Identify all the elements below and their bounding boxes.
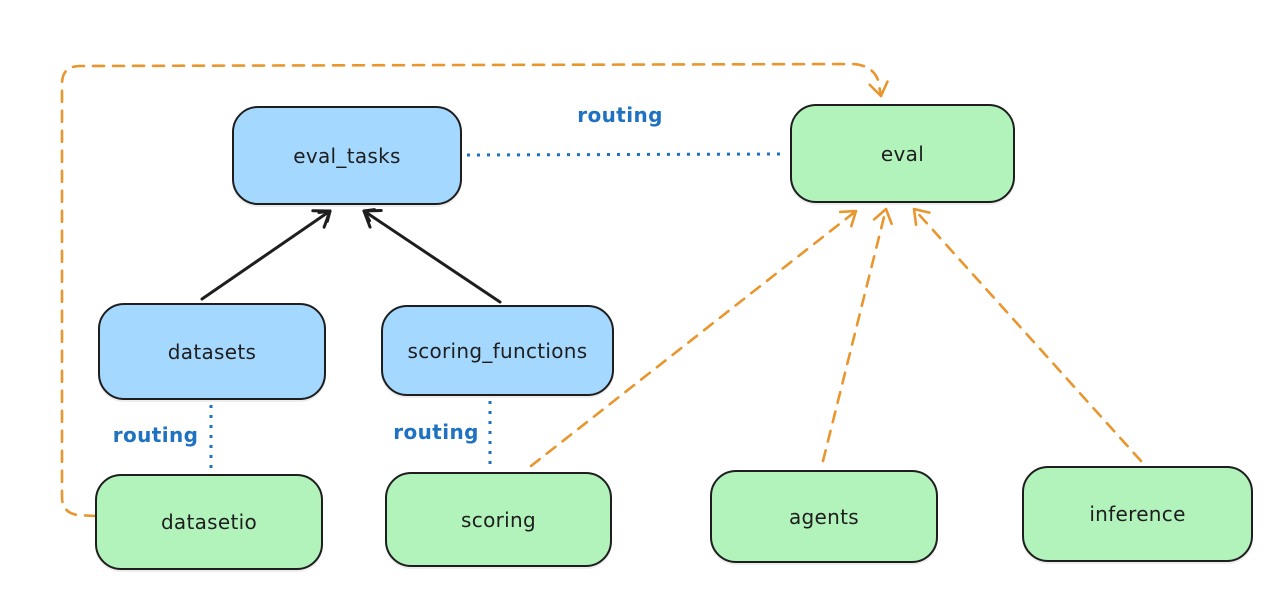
node-eval: eval (790, 104, 1015, 203)
node-datasets-label: datasets (167, 339, 257, 364)
node-inference: inference (1022, 466, 1253, 562)
edge-scoring-to-eval (529, 209, 858, 468)
node-datasets: datasets (98, 303, 326, 400)
edge-agents-to-eval (821, 207, 893, 463)
node-inference-label: inference (1089, 502, 1186, 526)
node-scoring-functions: scoring_functions (381, 305, 614, 396)
edge-label-routing-eval-tasks-eval: routing (577, 103, 663, 127)
node-datasetio-label: datasetio (160, 510, 258, 534)
node-agents: agents (710, 470, 938, 563)
edge-routing-eval-tasks-eval (466, 152, 787, 157)
node-scoring-functions-label: scoring_functions (407, 338, 588, 363)
node-scoring: scoring (385, 472, 612, 567)
edge-datasets-to-eval-tasks (200, 209, 332, 301)
node-scoring-label: scoring (461, 507, 536, 532)
node-eval-label: eval (880, 141, 925, 166)
edge-inference-to-eval (912, 207, 1143, 463)
edge-datasetio-to-eval (60, 62, 889, 518)
node-agents-label: agents (789, 504, 859, 529)
edge-scoring-functions-to-eval-tasks (362, 208, 502, 304)
node-eval-tasks: eval_tasks (232, 106, 462, 205)
node-eval-tasks-label: eval_tasks (293, 143, 401, 168)
node-datasetio: datasetio (95, 474, 323, 570)
edge-label-routing-datasets-datasetio: routing (112, 423, 199, 447)
edge-label-routing-scoring-functions-scoring: routing (393, 420, 479, 444)
